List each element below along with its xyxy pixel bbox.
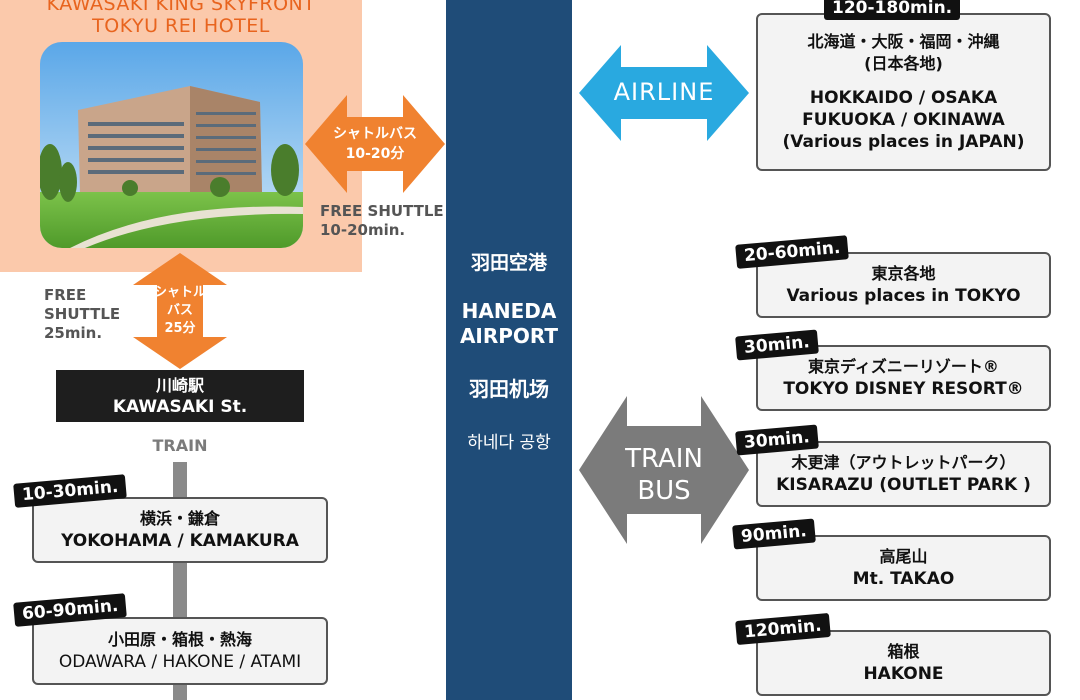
shuttle-airport-en-2: 10-20min. [320,221,406,239]
airport-jp: 羽田空港 [470,252,547,274]
train-destination-en-2: ODAWARA / HAKONE / ATAMI [58,652,302,672]
train-bus-arrow [579,396,749,544]
bus-destination-jp-2: 東京ディズニーリゾート® [808,357,999,376]
airport-kr: 하네다 공항 [467,433,551,453]
bus-destination-jp-4: 高尾山 [879,547,928,566]
station-jp: 川崎駅 [155,375,204,395]
bus-destination-box-4: 高尾山 Mt. TAKAO [756,535,1051,601]
bus-destination-box-2: 東京ディズニーリゾート® TOKYO DISNEY RESORT® [756,345,1051,411]
airline-jp-1: 北海道・大阪・福岡・沖縄 [807,32,1000,51]
shuttle-station-jp-2: バス [166,303,193,318]
kawasaki-station-box: 川崎駅 KAWASAKI St. [56,370,304,422]
airline-destination-box: 北海道・大阪・福岡・沖縄 (日本各地) HOKKAIDO / OSAKA FUK… [756,13,1051,171]
bus-destination-en-5: HAKONE [863,664,944,684]
shuttle-station-caption: FREE SHUTTLE 25min. [44,286,120,343]
airline-en-1: HOKKAIDO / OSAKA [809,88,998,108]
airline-jp-2: (日本各地) [864,54,943,73]
hotel-name-line2: TOKYU REI HOTEL [92,15,270,37]
airport-en: HANEDA AIRPORT [446,299,572,349]
bus-destination-box-3: 木更津（アウトレットパーク） KISARAZU (OUTLET PARK ) [756,441,1051,507]
bus-destination-jp-1: 東京各地 [871,264,936,283]
station-en: KAWASAKI St. [112,396,248,417]
airport-en-2: AIRPORT [459,324,559,348]
haneda-airport-bar [446,0,572,700]
airline-arrow [579,45,749,141]
shuttle-station-jp-1: シャトル [153,285,206,300]
shuttle-station-jp-3: 25分 [164,321,196,336]
airline-label: AIRLINE [613,78,715,106]
bus-destination-en-4: Mt. TAKAO [852,569,955,589]
shuttle-station-arrow-text: シャトル バス 25分 [133,284,227,338]
bus-destination-en-2: TOKYO DISNEY RESORT® [783,379,1024,399]
shuttle-station-en-3: 25min. [44,324,103,342]
airline-en-2: FUKUOKA / OKINAWA [802,110,1005,130]
shuttle-station-arrow [133,253,227,369]
airline-en-3: (Various places in JAPAN) [782,132,1025,152]
airline-time-tag: 120-180min. [824,0,961,20]
bus-destination-jp-5: 箱根 [887,642,920,661]
train-destination-en-1: YOKOHAMA / KAMAKURA [61,531,299,551]
train-destination-jp-1: 横浜・鎌倉 [139,509,220,528]
hotel-photo [40,42,303,248]
bus-destination-en-3: KISARAZU (OUTLET PARK ) [776,475,1031,495]
bus-destination-en-1: Various places in TOKYO [786,286,1021,306]
hotel-name-line1: KAWASAKI KING SKYFRONT [46,0,316,15]
shuttle-station-en-2: SHUTTLE [44,305,121,323]
hotel-building-image [40,42,303,248]
shuttle-airport-jp-2: 10-20分 [345,146,405,162]
shuttle-airport-caption: FREE SHUTTLE 10-20min. [320,202,444,240]
airport-cn: 羽田机场 [469,377,549,401]
bus-destination-box-1: 東京各地 Various places in TOKYO [756,252,1051,318]
train-destination-box-2: 小田原・箱根・熱海 ODAWARA / HAKONE / ATAMI [32,617,328,685]
train-bus-label-2: BUS [637,476,691,506]
shuttle-station-en-1: FREE [44,286,87,304]
train-destination-box-1: 横浜・鎌倉 YOKOHAMA / KAMAKURA [32,497,328,563]
train-destination-jp-2: 小田原・箱根・熱海 [107,630,252,649]
train-label: TRAIN [152,436,208,455]
bus-destination-jp-3: 木更津（アウトレットパーク） [791,453,1016,472]
bus-destination-box-5: 箱根 HAKONE [756,630,1051,696]
shuttle-airport-arrow-text: シャトルバス 10-20分 [305,124,445,164]
shuttle-airport-arrow [305,95,445,193]
airport-en-1: HANEDA [461,299,557,323]
train-bus-label: TRAIN BUS [579,443,749,507]
shuttle-airport-jp-1: シャトルバス [333,126,417,142]
shuttle-airport-en-1: FREE SHUTTLE [320,202,444,220]
train-bus-label-1: TRAIN [625,444,703,474]
